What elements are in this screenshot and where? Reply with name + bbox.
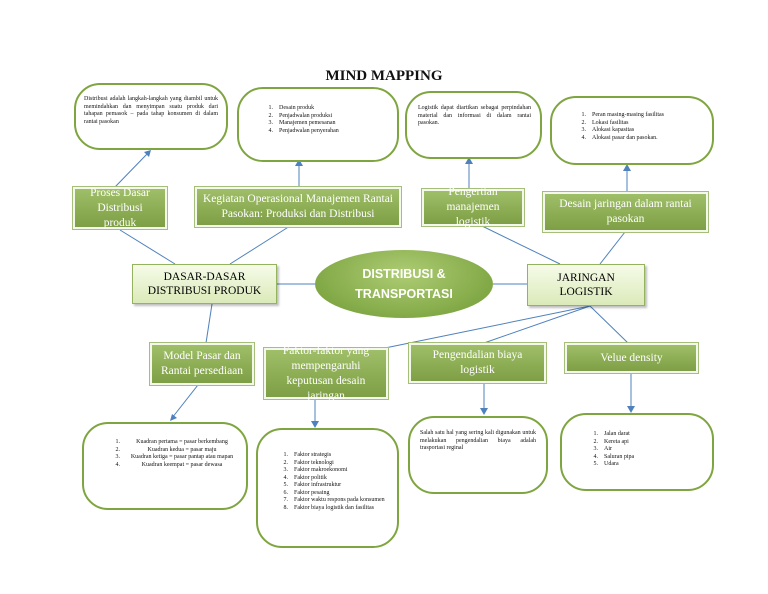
note-faktor: 1.Faktor strategis 2.Faktor teknologi 3.…	[256, 428, 399, 548]
list-item: 1.Peran masing-masing fasilitas	[581, 112, 665, 118]
branch-velue: Velue density	[565, 343, 698, 373]
list-item: 1.Kuadran pertama = pasar berkembang	[115, 439, 228, 445]
list-item: 3.Air	[593, 446, 613, 452]
list-item: 2.Penjadwalan produksi	[268, 112, 333, 119]
list-item: 5.Faktor infrastruktur	[283, 482, 342, 488]
list-item: 3.Faktor makroekonomi	[283, 467, 348, 473]
note-kegiatan: 1.Desain produk 2.Penjadwalan produksi 3…	[237, 87, 399, 162]
list-item: 7.Faktor waktu respons pada konsumen	[283, 497, 385, 503]
note-velue: 1.Jalan darat 2.Kereta api 3.Air 4.Salur…	[560, 413, 714, 491]
list-item: 5.Udara	[593, 461, 619, 467]
branch-proses: Proses Dasar Distribusi produk	[73, 187, 167, 229]
note-model-list: 1.Kuadran pertama = pasar berkembang 2.K…	[106, 439, 238, 469]
list-item: 2.Faktor teknologi	[283, 459, 334, 466]
note-pengertian-text: Logistik dapat diartikan sebagai perpind…	[418, 105, 531, 126]
branch-desain: Desain jaringan dalam rantai pasokan	[543, 192, 708, 232]
note-pengertian: Logistik dapat diartikan sebagai perpind…	[405, 91, 542, 159]
note-proses: Distribusi adalah langkah-langkah yang d…	[74, 83, 228, 150]
arrow-proses	[114, 151, 150, 188]
list-item: 3.Alokasi kapasitas	[581, 127, 635, 133]
branch-kegiatan: Kegiatan Operasional Manajemen Rantai Pa…	[195, 187, 401, 227]
arrowhead-proses	[144, 150, 151, 157]
category-jaringan-logistik: JARINGAN LOGISTIK	[527, 264, 645, 306]
arrowhead-faktor	[311, 421, 319, 428]
arrowhead-desain	[623, 164, 631, 171]
note-desain: 1.Peran masing-masing fasilitas 2.Lokasi…	[550, 96, 714, 165]
note-pengendalian-text: Salah satu hal yang sering kali digunaka…	[420, 430, 536, 451]
list-item: 4.Faktor politik	[283, 474, 327, 481]
central-topic-line2: TRANSPORTASI	[355, 287, 453, 301]
note-model: 1.Kuadran pertama = pasar berkembang 2.K…	[82, 422, 248, 510]
link-right-faktor	[384, 305, 591, 349]
list-item: 4.Penjadwalan penyerahan	[268, 127, 339, 134]
arrowhead-model	[170, 414, 177, 421]
list-item: 3.Manajemen pemesanan	[268, 120, 336, 126]
note-faktor-list: 1.Faktor strategis 2.Faktor teknologi 3.…	[274, 452, 389, 512]
note-proses-text: Distribusi adalah langkah-langkah yang d…	[84, 96, 218, 125]
link-right-velue	[589, 305, 629, 344]
list-item: 1.Desain produk	[268, 105, 315, 111]
link-left-kegiatan	[229, 225, 291, 265]
arrowhead-velue	[627, 406, 635, 413]
note-desain-list: 1.Peran masing-masing fasilitas 2.Lokasi…	[572, 112, 702, 142]
branch-model: Model Pasar dan Rantai persediaan	[150, 343, 254, 385]
link-left-model	[205, 303, 213, 344]
link-left-proses	[119, 229, 176, 265]
link-right-pengertian	[479, 224, 561, 265]
page-title: MIND MAPPING	[325, 68, 443, 84]
list-item: 2.Kereta api	[593, 438, 629, 445]
list-item: 6.Faktor pesaing	[283, 489, 330, 496]
list-item: 4.Saluran pipa	[593, 453, 635, 460]
central-topic: DISTRIBUSI & TRANSPORTASI	[315, 250, 493, 318]
list-item: 1.Jalan darat	[593, 431, 630, 437]
list-item: 2.Kuadran kedua = pasar maju	[115, 446, 217, 453]
list-item: 1.Faktor strategis	[283, 452, 332, 458]
link-right-desain	[599, 231, 626, 265]
link-right-pengendalian	[483, 305, 591, 344]
category-dasar-distribusi: DASAR-DASAR DISTRIBUSI PRODUK	[132, 264, 277, 304]
note-kegiatan-list: 1.Desain produk 2.Penjadwalan produksi 3…	[259, 105, 387, 135]
list-item: 8.Faktor biaya logistik dan fasilitas	[283, 504, 375, 511]
central-topic-line1: DISTRIBUSI &	[362, 267, 446, 281]
branch-pengertian: Pengertian manajemen logistik	[422, 186, 524, 228]
note-velue-list: 1.Jalan darat 2.Kereta api 3.Air 4.Salur…	[584, 431, 702, 469]
note-pengendalian: Salah satu hal yang sering kali digunaka…	[408, 416, 548, 494]
arrowhead-kegiatan	[295, 159, 303, 166]
arrowhead-pengertian	[465, 157, 473, 164]
list-item: 4.Kuadran keempat = pasar dewasa	[115, 461, 223, 468]
branch-pengendalian: Pengendalian biaya logistik	[409, 343, 546, 383]
list-item: 2.Lokasi fasilitas	[581, 119, 629, 126]
list-item: 4.Alokasi pasar dan pasokan.	[581, 134, 658, 141]
list-item: 3.Kuadran ketiga = pasar pantap atau map…	[115, 454, 234, 460]
arrowhead-pengendalian	[480, 408, 488, 415]
branch-faktor: Faktor-faktor yang mempengaruhi keputusa…	[264, 345, 388, 402]
